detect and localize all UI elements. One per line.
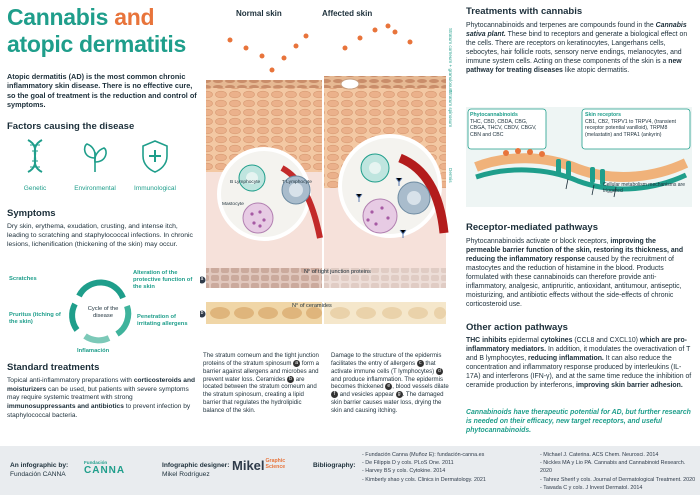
standard-text: Topical anti-inflammatory preparations w… <box>7 377 196 419</box>
footer <box>0 446 700 495</box>
bibliography-list-left: - Fundación Canna (Muñoz E): fundación-c… <box>362 451 537 484</box>
skin-illustration <box>198 23 449 324</box>
bibliography-item: - Tawada C y cols. J Invest Dermatol. 20… <box>540 484 643 491</box>
title-line1: Cannabis and <box>7 4 155 30</box>
cycle-center-label: Cycle of the disease <box>87 306 119 319</box>
mastocyte-affected <box>362 198 398 234</box>
other-pathways-heading: Other action pathways <box>466 322 568 333</box>
closing-statement: Cannabinoids have therapeutic potential … <box>466 409 691 434</box>
allergen-particles-affected <box>342 23 413 51</box>
shield-plus-icon <box>142 140 168 173</box>
cycle-pruritus: Pruritus (itching of the skin) <box>9 312 61 325</box>
marker-b <box>198 310 206 318</box>
bibliography-item: - Michael J. Caterina. ACS Chem. Neurosc… <box>540 452 659 458</box>
marker-b-label: b <box>200 310 204 316</box>
b-lymphocyte-label: B Lymphocyte <box>230 180 261 185</box>
tight-junction-affected <box>324 268 446 288</box>
other-pathways-text: THC inhibits epidermal cytokines (CCL8 a… <box>466 337 692 389</box>
disease-cycle: Cycle of the disease Scratches Alteratio… <box>5 268 200 358</box>
antibodies <box>355 177 407 238</box>
blood-vessel-affected <box>398 153 449 234</box>
cycle-scratches: Scratches <box>9 276 37 282</box>
symptoms-heading: Symptoms <box>7 208 56 219</box>
bibliography-label: Bibliography: <box>313 462 356 469</box>
tight-junction-label: N° of tight junction proteins <box>304 269 371 275</box>
treatments-heading: Treatments with cannabis <box>466 6 583 17</box>
marker-a <box>198 276 206 284</box>
skin-diagram: B Lymphocyte T Lymphocyte Mastocyte N° o… <box>198 18 465 348</box>
factors-heading: Factors causing the disease <box>7 121 135 132</box>
normal-skin-description: The stratum corneum and the tight juncti… <box>203 352 320 414</box>
factor-environmental-label: Environmental <box>74 185 116 192</box>
receptor-panel <box>466 107 692 207</box>
stratum-spinosum-label: Stratum spinosum <box>448 90 453 128</box>
designer-credit: Infographic designer:Mikel Rodríguez <box>162 462 230 478</box>
normal-skin-label: Normal skin <box>236 9 282 18</box>
mastocyte-cell <box>242 202 274 234</box>
cycle-ring <box>69 279 132 344</box>
tight-junction-normal <box>206 268 322 288</box>
cellular-metabolism-label: Cellular metabolism mechanisms are trigg… <box>603 182 685 194</box>
stratum-corneum-normal <box>206 80 322 88</box>
affected-skin-label: Affected skin <box>322 9 373 18</box>
receptor-heading: Receptor-mediated pathways <box>466 222 598 233</box>
standard-heading: Standard treatments <box>7 362 100 373</box>
vesicle <box>340 78 360 90</box>
bibliography-list-right: - Michael J. Caterina. ACS Chem. Neurosc… <box>540 451 698 492</box>
allergen-particles-normal <box>227 33 309 73</box>
cycle-penetration: Penetration of irritating allergens <box>137 314 188 327</box>
cycle-alteration: Alteration of the protective function of… <box>133 270 193 290</box>
intro-text: Atopic dermatitis (AD) is the most commo… <box>7 72 197 110</box>
bibliography-item: - Tahrez Sherif y cols. Journal of Derma… <box>540 476 696 483</box>
cycle-inflammation: Inflamación <box>77 348 110 354</box>
bibliography-item: - De Filippis D y cols. PLoS One. 2011 <box>362 460 454 467</box>
bibliography-item: - Fundación Canna (Muñoz E): fundación-c… <box>362 452 485 458</box>
bibliography-item: - Nickles MA y Lio PA. Cannabis and Cann… <box>540 460 686 475</box>
mastocyte-label: Mastocyte <box>222 202 244 207</box>
factor-immunological: Immunological <box>125 138 185 192</box>
factor-genetic-label: Genetic <box>23 185 47 192</box>
leaves-icon <box>83 143 107 172</box>
affected-skin-description: Damage to the structure of the epidermis… <box>331 352 449 415</box>
factor-immunological-label: Immunological <box>134 185 176 192</box>
infographic-credit: An infographic by:Fundación CANNA <box>10 462 69 478</box>
factor-genetic: Genetic <box>5 138 65 192</box>
dna-icon <box>27 139 43 173</box>
bibliography-item: - Kimberly shao y cols. Clinics in Derma… <box>362 476 486 483</box>
factor-environmental: Environmental <box>65 138 125 192</box>
receptor-text: Phytocannabinoids activate or block rece… <box>466 238 684 308</box>
stratum-corneum-label: Stratum corneum + granulosum <box>448 28 453 93</box>
treatments-text: Phytocannabinoids and terpenes are compo… <box>466 22 688 74</box>
dermis-label: Dermis <box>448 168 453 183</box>
t-lymphocyte-label: T Lymphocyte <box>282 180 312 185</box>
bibliography-item: - Harvey BS y cols. Cytokine. 2014 <box>362 468 446 475</box>
symptoms-text: Dry skin, erythema, exudation, crusting,… <box>7 223 193 248</box>
title-line2: atopic dermatitis <box>7 31 186 57</box>
marker-a-label: a <box>200 276 204 282</box>
ceramides-label: N° of ceramides <box>292 303 332 309</box>
